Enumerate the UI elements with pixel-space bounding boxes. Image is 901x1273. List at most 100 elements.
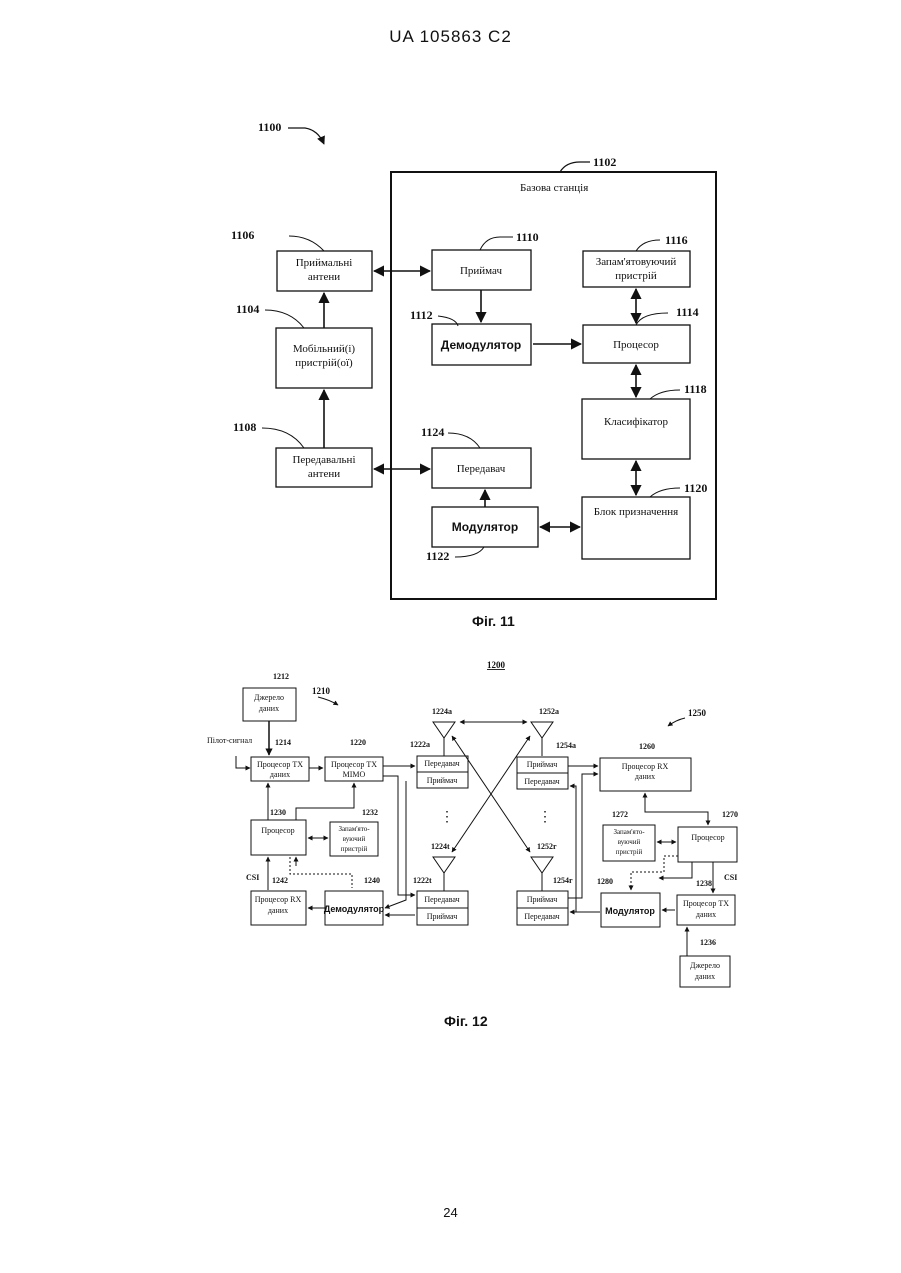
ref-1118: 1118	[684, 382, 707, 396]
ref-1222a: 1222a	[410, 740, 430, 749]
processor-left-label: Процесор	[261, 826, 294, 835]
demodulator-left-label: Демодулятор	[324, 904, 385, 914]
assignment-unit-label: Блок призначення	[594, 506, 678, 518]
ref-1224a: 1224a	[432, 707, 452, 716]
mobile-label-1: Мобільний(і)	[293, 343, 356, 355]
rx-data-processor-left-label-2: даних	[268, 906, 288, 915]
memory-label-1: Запам'ятовуючий	[596, 256, 677, 268]
modulator-label: Модулятор	[452, 520, 518, 534]
modulator-right-label: Модулятор	[605, 906, 655, 916]
figure-12-caption: Фіг. 12	[444, 1013, 488, 1029]
transceiver-left-t-top: Передавач	[424, 895, 459, 904]
ref-1112: 1112	[410, 308, 433, 322]
tx-data-processor-right-label-2: даних	[696, 910, 716, 919]
rx-antennas-label-2: антени	[308, 271, 340, 283]
rx-data-processor-right-label-2: даних	[635, 772, 655, 781]
antenna-left-t-icon	[433, 857, 455, 891]
ref-1280: 1280	[597, 877, 613, 886]
demodulator-label: Демодулятор	[441, 338, 521, 352]
transceiver-right-a-top: Приймач	[527, 760, 558, 769]
memory-right-label-1: Запам'ято-	[613, 828, 645, 836]
classifier-label: Класифікатор	[604, 416, 669, 428]
ref-1212: 1212	[273, 672, 289, 681]
ref-1114: 1114	[676, 305, 699, 319]
ref-1250: 1250	[688, 708, 707, 718]
tx-data-processor-right-label-1: Процесор TX	[683, 899, 729, 908]
vertical-dots-left: ⋮	[440, 810, 454, 825]
ref-1224t: 1224t	[431, 842, 450, 851]
mobile-label-2: пристрій(ої)	[295, 357, 353, 369]
processor-right-label: Процесор	[691, 833, 724, 842]
ref-1220: 1220	[350, 738, 366, 747]
antenna-left-a-icon	[433, 722, 455, 756]
csi-right-label: CSI	[724, 873, 737, 882]
figure-12-diagram: 1200 1210 1250 Джерело даних 1212 Пілот-…	[0, 655, 901, 1010]
ref-1102: 1102	[593, 155, 616, 169]
tx-mimo-processor-label-2: MIMO	[343, 770, 366, 779]
ref-1108: 1108	[233, 420, 256, 434]
data-source-left-label-2: даних	[259, 704, 279, 713]
ref-1272: 1272	[612, 810, 628, 819]
ref-1222t: 1222t	[413, 876, 432, 885]
ref-1110: 1110	[516, 230, 539, 244]
ref-1254r: 1254r	[553, 876, 573, 885]
transceiver-right-r-top: Приймач	[527, 895, 558, 904]
ref-1230: 1230	[270, 808, 286, 817]
vertical-dots-right: ⋮	[538, 810, 552, 825]
tx-antennas-label-2: антени	[308, 468, 340, 480]
receiver-label: Приймач	[460, 265, 503, 277]
memory-left-label-2: вуючий	[343, 835, 366, 843]
ref-1214: 1214	[275, 738, 291, 747]
ref-1232: 1232	[362, 808, 378, 817]
transceiver-right-a-bottom: Передавач	[524, 777, 559, 786]
ref-1260: 1260	[639, 742, 655, 751]
processor-label: Процесор	[613, 339, 659, 351]
ref-1104: 1104	[236, 302, 259, 316]
transceiver-right-r-bottom: Передавач	[524, 912, 559, 921]
base-station-title: Базова станція	[520, 182, 588, 194]
memory-left-label-3: пристрій	[341, 845, 368, 853]
transceiver-left-t-bottom: Приймач	[427, 912, 458, 921]
ref-1270: 1270	[722, 810, 738, 819]
memory-left-label-1: Запам'ято-	[338, 825, 370, 833]
figure-11-caption: Фіг. 11	[472, 613, 515, 629]
antenna-right-r-icon	[531, 857, 553, 891]
transceiver-left-a-bottom: Приймач	[427, 776, 458, 785]
transmitter-label: Передавач	[457, 463, 506, 475]
data-source-right-label-2: даних	[695, 972, 715, 981]
ref-1238: 1238	[696, 879, 712, 888]
csi-left-label: CSI	[246, 873, 259, 882]
rx-data-processor-right-label-1: Процесор RX	[622, 762, 669, 771]
ref-1116: 1116	[665, 233, 688, 247]
figure-11-diagram: 1100 Базова станція 1102 Приймальні анте…	[0, 0, 901, 640]
antenna-right-a-icon	[531, 722, 553, 756]
data-source-left-label-1: Джерело	[254, 693, 284, 702]
transceiver-left-a-top: Передавач	[424, 759, 459, 768]
memory-right-label-2: вуючий	[618, 838, 641, 846]
ref-1236: 1236	[700, 938, 716, 947]
ref-1242: 1242	[272, 876, 288, 885]
rx-data-processor-left-label-1: Процесор RX	[255, 895, 302, 904]
classifier-box	[582, 399, 690, 459]
tx-antennas-label-1: Передавальні	[292, 454, 355, 466]
ref-1100: 1100	[258, 120, 281, 134]
tx-data-processor-left-label-1: Процесор TX	[257, 760, 303, 769]
ref-1210: 1210	[312, 686, 331, 696]
ref-1124: 1124	[421, 425, 444, 439]
page-number: 24	[0, 1205, 901, 1220]
memory-label-2: пристрій	[615, 270, 657, 282]
rx-antennas-label-1: Приймальні	[296, 257, 353, 269]
ref-1254a: 1254a	[556, 741, 576, 750]
ref-1122: 1122	[426, 549, 449, 563]
memory-right-label-3: пристрій	[616, 848, 643, 856]
tx-mimo-processor-label-1: Процесор TX	[331, 760, 377, 769]
ref-1106: 1106	[231, 228, 254, 242]
ref-1252r: 1252r	[537, 842, 557, 851]
pilot-signal-label: Пілот-сигнал	[207, 736, 252, 745]
tx-data-processor-left-label-2: даних	[270, 770, 290, 779]
data-source-right-label-1: Джерело	[690, 961, 720, 970]
ref-1200: 1200	[487, 660, 506, 670]
ref-1240: 1240	[364, 876, 380, 885]
ref-1252a: 1252a	[539, 707, 559, 716]
ref-1120: 1120	[684, 481, 707, 495]
